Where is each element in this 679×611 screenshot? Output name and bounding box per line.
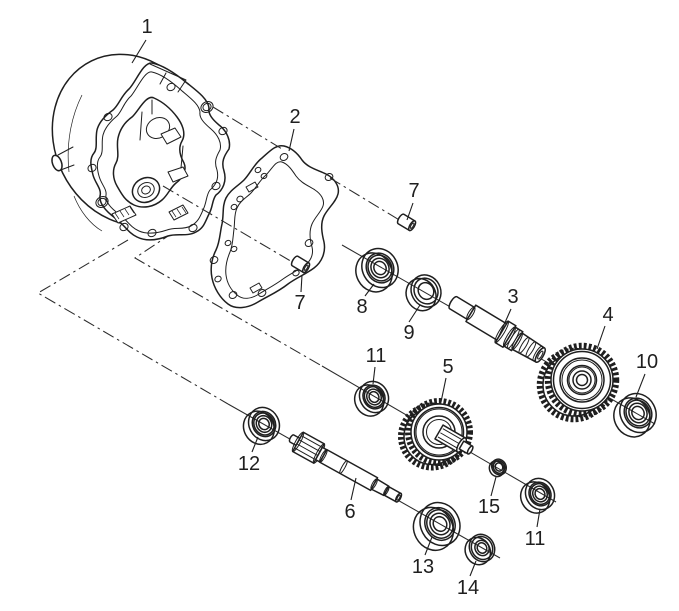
- callout-label-13-15: 13: [412, 556, 434, 578]
- callout-leader-1-0: [131, 39, 147, 64]
- callout-leader-7-2: [406, 202, 414, 221]
- thrust-washer-15: [488, 458, 508, 478]
- spacer-washer-9: [405, 274, 442, 312]
- counter-gear-spline-stub: [434, 424, 474, 455]
- cover-bearing-bore-hole: [141, 185, 151, 195]
- callout-leader-5-9: [440, 377, 447, 403]
- counter-gear-teeth: [405, 398, 473, 466]
- callout-label-10-7: 10: [636, 351, 658, 373]
- callout-leader-15-13: [490, 476, 497, 497]
- oil-seal-14: [464, 533, 496, 566]
- cover-boss-1: [160, 127, 182, 145]
- centerline-gasket-to-pin7a: [329, 177, 402, 222]
- main-shaft: [448, 295, 546, 363]
- cover-bolt-holes: [87, 82, 228, 238]
- callout-label-11-8: 11: [366, 345, 387, 367]
- callout-label-3-5: 3: [507, 286, 518, 308]
- bearing-8: [355, 247, 399, 293]
- final-gear: [536, 342, 620, 423]
- bearing-10: [613, 392, 657, 438]
- callout-leader-4-6: [596, 325, 606, 350]
- callout-label-15-13: 15: [478, 496, 500, 518]
- callout-leader-11-14: [536, 508, 541, 528]
- dowel-centerlines: [162, 106, 402, 264]
- final-gear-bore: [575, 373, 589, 387]
- bearing-11-upper: [353, 380, 390, 417]
- callout-leader-12-11: [251, 436, 259, 453]
- gasket-slot-1: [245, 181, 259, 193]
- callout-leader-6-12: [350, 477, 357, 501]
- cover-bearing-bore: [131, 176, 161, 204]
- cover-top-tab: [149, 63, 187, 93]
- callout-leader-14-16: [469, 560, 477, 577]
- callout-label-8-3: 8: [356, 296, 367, 318]
- cover-hatch-boss-1: [111, 205, 137, 224]
- cover-axle-boss-lines: [57, 146, 75, 172]
- cover-dome-crease: [67, 94, 83, 173]
- callout-leader-11-8: [372, 366, 376, 385]
- cover-cavity: [112, 96, 186, 208]
- bearing-13: [412, 501, 461, 552]
- callout-label-12-11: 12: [238, 453, 260, 475]
- cover-ribs: [139, 99, 184, 169]
- callout-label-6-12: 6: [344, 501, 355, 523]
- callout-label-11-14: 11: [525, 528, 546, 550]
- callout-leader-10-7: [635, 373, 646, 398]
- callout-label-4-6: 4: [602, 304, 613, 326]
- bearing-12: [242, 406, 281, 446]
- callout-leader-2-1: [288, 128, 295, 152]
- cover-hatch-2: [171, 206, 187, 218]
- cover-flange-inner-line: [96, 71, 221, 234]
- dowel-pin-7-upper: [396, 213, 417, 232]
- centerline-cover-to-gasket: [212, 106, 283, 150]
- cover-bearing-bore-inner: [137, 181, 155, 199]
- callout-label-14-16: 14: [457, 577, 479, 599]
- cover-boss-2: [167, 166, 189, 183]
- callout-leader-7-10: [300, 274, 303, 293]
- counter-gear: [398, 398, 474, 471]
- dowel-pin-7-lower: [290, 255, 311, 274]
- callout-leader-9-4: [408, 304, 421, 323]
- gearbox-cover: [51, 53, 231, 241]
- gasket-outline: [210, 144, 340, 309]
- cover-dome-crease2: [73, 195, 103, 232]
- gasket-bolt-holes: [209, 153, 334, 299]
- callout-label-9-4: 9: [403, 322, 414, 344]
- gasket: [209, 144, 340, 309]
- callout-label-7-10: 7: [294, 292, 305, 314]
- callout-leader-3-5: [498, 308, 512, 337]
- drive-axle-shaft: [288, 431, 403, 503]
- callout-leader-13-15: [424, 536, 433, 556]
- cover-hatch-1: [114, 206, 135, 220]
- callout-leader-8-3: [364, 283, 375, 297]
- bearing-11-lower: [519, 477, 556, 514]
- centerline-axle-chevron: [36, 239, 229, 405]
- callout-label-5-9: 5: [442, 356, 453, 378]
- centerline-cover-to-pin7b: [162, 185, 295, 264]
- callout-label-7-2: 7: [408, 180, 419, 202]
- callout-label-2-1: 2: [289, 106, 300, 128]
- callout-label-1-0: 1: [141, 16, 152, 38]
- final-gear-teeth: [544, 342, 620, 418]
- gasket-slot-2: [249, 282, 263, 294]
- gasket-inner-cutout: [225, 161, 324, 299]
